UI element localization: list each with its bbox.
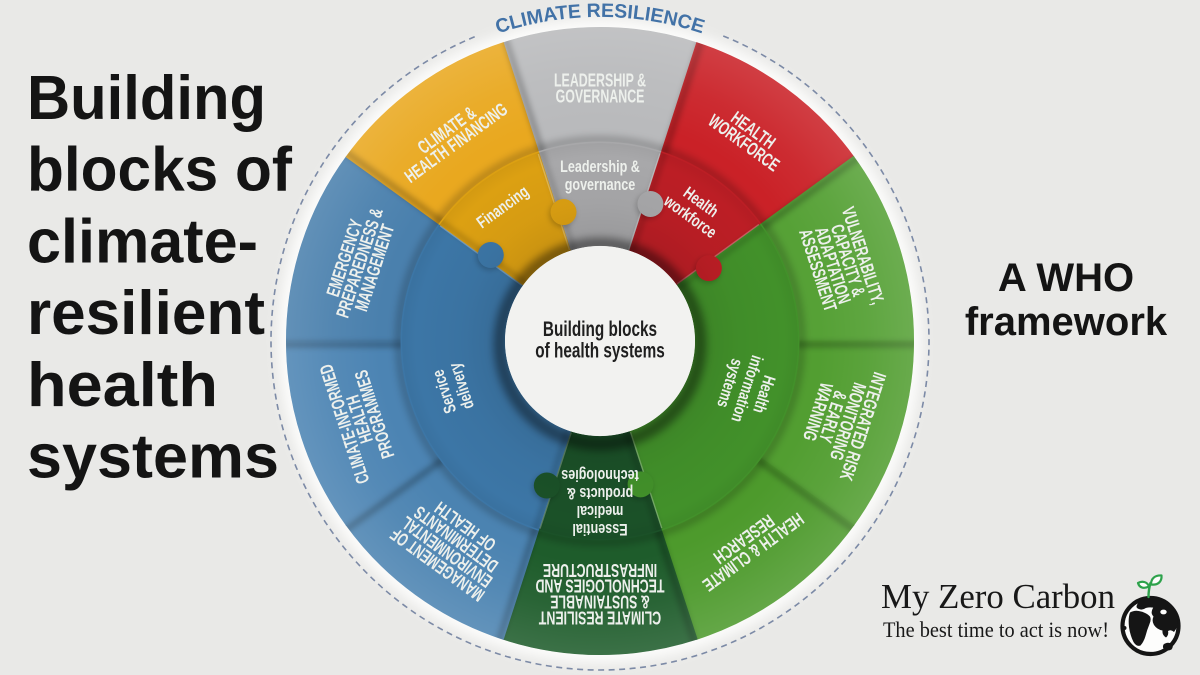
svg-text:& SUSTAINABLE: & SUSTAINABLE [550,592,650,613]
svg-text:systems: systems [27,423,279,492]
svg-text:LEADERSHIP &: LEADERSHIP & [554,69,646,90]
svg-text:products &: products & [567,484,633,503]
svg-text:Essential: Essential [572,520,627,539]
svg-text:The best time to act is now!: The best time to act is now! [883,617,1109,642]
svg-text:of health systems: of health systems [535,340,665,363]
svg-text:climate-: climate- [27,207,258,276]
svg-text:INFRASTRUCTURE: INFRASTRUCTURE [543,560,657,581]
svg-text:medical: medical [577,502,624,521]
svg-text:blocks of: blocks of [27,136,292,205]
svg-text:GOVERNANCE: GOVERNANCE [556,85,645,106]
svg-text:governance: governance [565,175,636,194]
svg-text:resilient: resilient [27,279,265,348]
svg-text:My Zero Carbon: My Zero Carbon [881,577,1115,616]
svg-text:Building: Building [27,64,266,133]
svg-text:Building blocks: Building blocks [543,318,657,341]
svg-text:Leadership &: Leadership & [560,157,640,176]
svg-text:technologies: technologies [561,466,639,485]
svg-text:health: health [27,351,218,420]
svg-text:TECHNOLOGIES AND: TECHNOLOGIES AND [536,576,665,597]
svg-text:CLIMATE RESILIENT: CLIMATE RESILIENT [538,607,661,628]
svg-text:A WHO: A WHO [998,256,1134,300]
svg-text:framework: framework [965,300,1168,344]
